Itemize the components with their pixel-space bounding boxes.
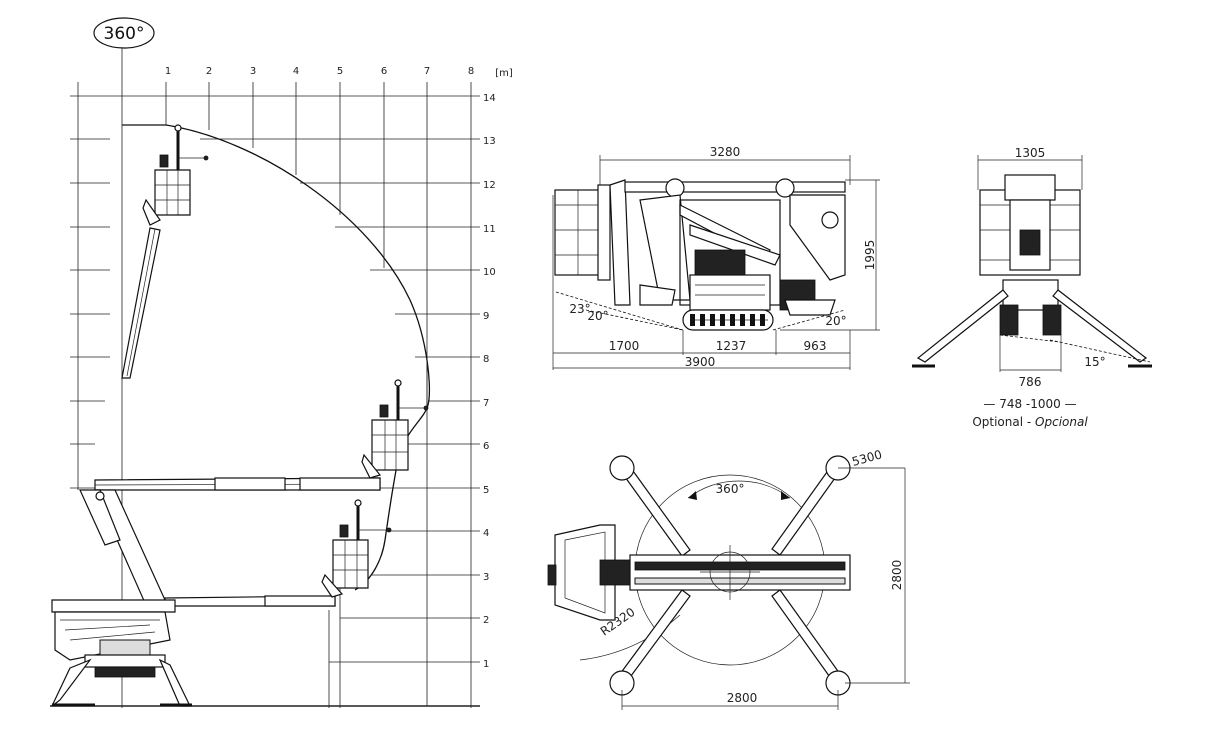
boom-horizontal-mid bbox=[79, 379, 429, 604]
side-seg3: 963 bbox=[804, 339, 827, 353]
side-seg2: 1237 bbox=[716, 339, 747, 353]
svg-text:9: 9 bbox=[483, 311, 489, 322]
svg-text:12: 12 bbox=[483, 180, 496, 191]
angle-left-outer: 23° bbox=[569, 302, 590, 316]
svg-text:7: 7 bbox=[483, 398, 489, 409]
unit-label: [m] bbox=[495, 68, 513, 79]
top-diag: 5300 bbox=[850, 447, 883, 468]
rotation-label: 360° bbox=[104, 24, 145, 44]
svg-text:5: 5 bbox=[337, 66, 343, 77]
svg-text:14: 14 bbox=[483, 93, 496, 104]
svg-text:13: 13 bbox=[483, 136, 496, 147]
svg-text:6: 6 bbox=[483, 441, 489, 452]
top-height: 2800 bbox=[890, 560, 904, 591]
side-height-dim: 1995 bbox=[863, 240, 877, 271]
svg-text:1: 1 bbox=[165, 66, 171, 77]
working-envelope: 360° bbox=[50, 17, 513, 708]
boom-vertical bbox=[121, 124, 209, 379]
side-seg1: 1700 bbox=[609, 339, 640, 353]
svg-text:8: 8 bbox=[483, 354, 489, 365]
front-track-range: — 748 -1000 — bbox=[983, 397, 1076, 411]
front-angle: 15° bbox=[1084, 355, 1105, 369]
vertical-gridlines bbox=[77, 82, 472, 708]
svg-text:3: 3 bbox=[250, 66, 256, 77]
front-view: 1305 15° 786 — 748 -1000 — Optional - Op… bbox=[912, 146, 1152, 429]
front-optional: Optional - Opcional bbox=[972, 415, 1088, 429]
side-total: 3900 bbox=[685, 355, 716, 369]
rotation-badge bbox=[93, 17, 155, 49]
side-view: 3280 1995 bbox=[552, 145, 880, 370]
svg-text:11: 11 bbox=[483, 224, 496, 235]
svg-text:1: 1 bbox=[483, 659, 489, 670]
angle-left-inner: 20° bbox=[587, 309, 608, 323]
svg-text:3: 3 bbox=[483, 572, 489, 583]
top-rotation: 360° bbox=[716, 482, 745, 496]
svg-text:6: 6 bbox=[381, 66, 387, 77]
svg-text:5: 5 bbox=[483, 485, 489, 496]
reach-envelope-curve bbox=[122, 124, 431, 591]
top-view: 360° R2320 5300 2800 bbox=[547, 447, 910, 710]
x-tick-labels: 1 2 3 4 5 6 7 8 [m] bbox=[165, 66, 513, 79]
svg-text:7: 7 bbox=[424, 66, 430, 77]
boom-horizontal-low bbox=[164, 499, 392, 607]
svg-text:4: 4 bbox=[483, 528, 489, 539]
svg-text:2: 2 bbox=[206, 66, 212, 77]
svg-text:4: 4 bbox=[293, 66, 299, 77]
top-width: 2800 bbox=[727, 691, 758, 705]
front-track-width: 786 bbox=[1019, 375, 1042, 389]
svg-text:8: 8 bbox=[468, 66, 474, 77]
svg-text:2: 2 bbox=[483, 615, 489, 626]
svg-text:10: 10 bbox=[483, 267, 496, 278]
front-width-dim: 1305 bbox=[1015, 146, 1046, 160]
side-top-dim: 3280 bbox=[710, 145, 741, 159]
y-tick-labels: 14 13 12 11 10 9 8 7 6 5 4 3 2 1 bbox=[483, 93, 496, 670]
base-machine bbox=[51, 599, 192, 707]
angle-right: 20° bbox=[825, 314, 846, 328]
